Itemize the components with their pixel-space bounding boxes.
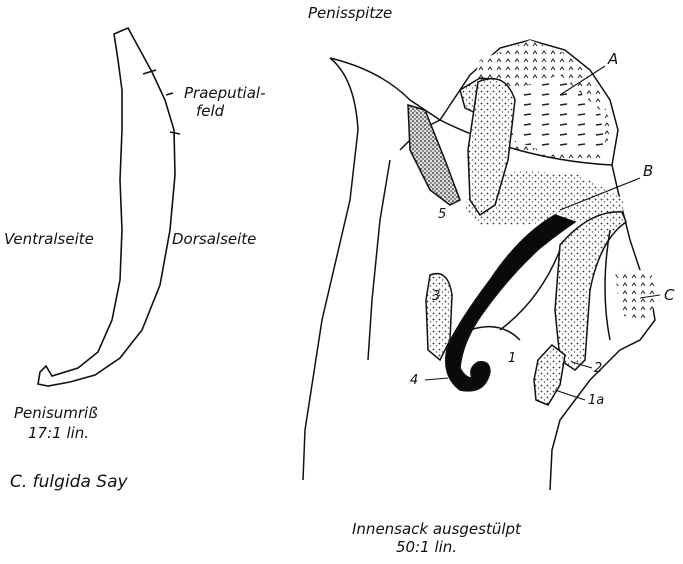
label-species: C. fulgida Say xyxy=(10,474,128,491)
label-B: B xyxy=(643,164,653,179)
everted-sac-drawing xyxy=(303,40,660,490)
label-4: 4 xyxy=(410,374,418,387)
penis-outline-drawing xyxy=(38,28,180,386)
label-ventralseite: Ventralseite xyxy=(4,232,94,247)
label-innensack: Innensack ausgestülpt xyxy=(352,522,521,537)
label-penisspitze: Penisspitze xyxy=(308,6,392,21)
label-praeputial-line2: feld xyxy=(196,104,224,119)
label-1a: 1a xyxy=(588,394,604,407)
label-penisumriss-scale: 17:1 lin. xyxy=(28,426,89,441)
label-innensack-scale: 50:1 lin. xyxy=(396,540,457,555)
label-C: C xyxy=(664,288,674,303)
label-dorsalseite: Dorsalseite xyxy=(172,232,256,247)
label-1: 1 xyxy=(508,352,516,365)
label-A: A xyxy=(608,52,618,67)
label-2: 2 xyxy=(594,362,602,375)
label-praeputial-line1: Praeputial- xyxy=(184,86,265,101)
label-3: 3 xyxy=(432,290,440,303)
label-penisumriss: Penisumriß xyxy=(14,406,98,421)
label-5: 5 xyxy=(438,208,446,221)
